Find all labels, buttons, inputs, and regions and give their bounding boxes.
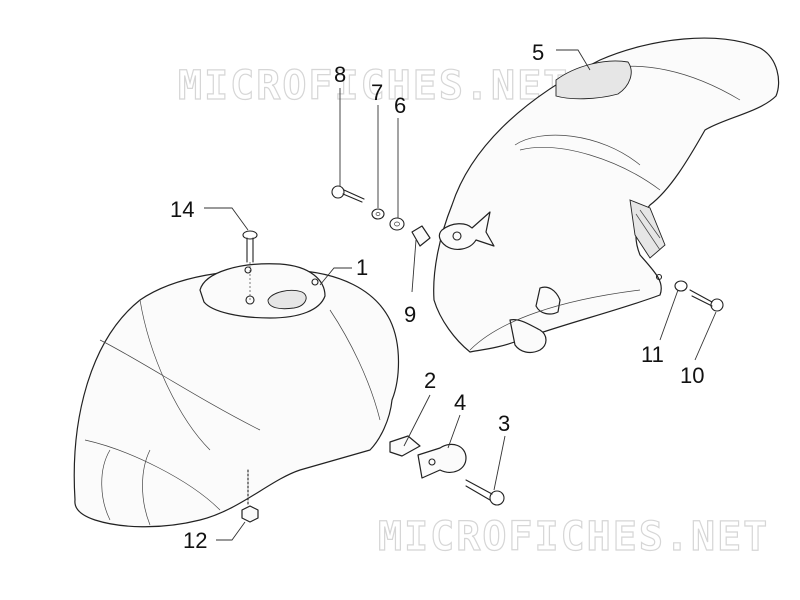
callout-14: 14 (170, 197, 194, 222)
screw-3 (465, 479, 505, 506)
leader-2 (403, 394, 431, 447)
screw-14 (242, 230, 258, 300)
front-mudguard (73, 263, 400, 528)
callout-12: 12 (183, 528, 207, 553)
clamp-4 (417, 443, 467, 479)
screw-8 (331, 185, 365, 203)
mounting-bracket (438, 211, 495, 250)
leader-9 (411, 239, 417, 293)
screw-10 (689, 289, 724, 312)
callout-6: 6 (394, 93, 406, 118)
callout-9: 9 (404, 302, 416, 327)
nut-12 (241, 469, 259, 523)
callout-1: 1 (356, 255, 368, 280)
washer-7 (371, 208, 385, 220)
washer-11 (674, 280, 688, 292)
leader-10 (694, 311, 717, 361)
callout-4: 4 (454, 390, 466, 415)
clip-nut-9 (411, 225, 431, 247)
leader-5 (556, 49, 591, 71)
leader-3 (493, 435, 506, 491)
callout-7: 7 (371, 80, 383, 105)
clip-2 (389, 435, 421, 457)
callout-2: 2 (424, 368, 436, 393)
watermark-top: MICROFICHES.NET (178, 63, 569, 109)
washer-6 (389, 217, 405, 231)
callout-3: 3 (498, 411, 510, 436)
leader-12 (216, 521, 246, 541)
leader-1 (319, 267, 352, 286)
watermark-bottom: MICROFICHES.NET (378, 514, 769, 560)
callout-11: 11 (641, 342, 664, 367)
callout-8: 8 (334, 62, 346, 87)
leader-4 (447, 414, 461, 449)
leader-11 (659, 289, 679, 341)
leader-14 (204, 207, 249, 231)
rear-mudguard (433, 37, 780, 354)
callout-5: 5 (532, 40, 544, 65)
callout-10: 10 (680, 363, 704, 388)
